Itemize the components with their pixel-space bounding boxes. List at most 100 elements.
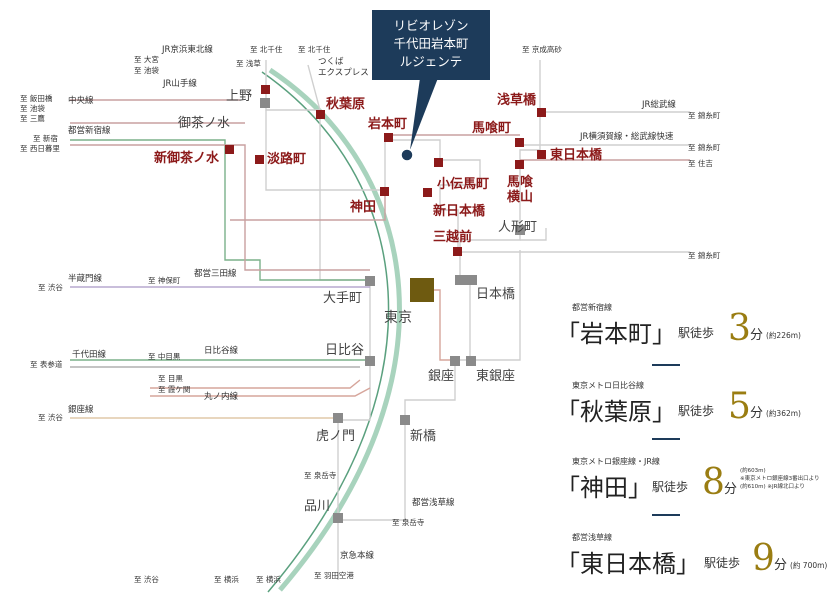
station-shinochanomizu-marker[interactable] — [225, 145, 234, 154]
label-higashinihonbashi: 東日本橋 — [550, 147, 603, 163]
info-fun: 分 — [750, 406, 764, 421]
jr-loop-inner — [268, 67, 402, 592]
info-dist: (約 700m) — [790, 561, 828, 570]
line-keihin-tohoku: JR京浜東北線 — [161, 44, 213, 55]
station-iwamotocho-marker[interactable] — [384, 133, 393, 142]
info-line: 都営浅草線 — [572, 533, 612, 542]
info-walk: 駅徒歩 — [678, 404, 715, 418]
line-toei-asakusa: 都営浅草線 — [412, 497, 455, 508]
info-station: 「東日本橋」 — [556, 550, 700, 578]
label-asakusabashi: 浅草橋 — [497, 92, 537, 108]
line-tsukuba-1: つくば — [318, 57, 344, 67]
info-line: 東京メトロ日比谷線 — [572, 381, 644, 390]
line-sobu: JR総武線 — [641, 99, 676, 110]
info-note-2: ※東京メトロ銀座線3番出口より — [740, 476, 820, 482]
label-shinochanomizu: 新御茶ノ水 — [154, 150, 220, 166]
station-tokyo-marker[interactable] — [410, 278, 434, 302]
dest-shinjuku: 至 新宿 — [33, 133, 58, 143]
station-shimbashi-marker[interactable] — [400, 415, 410, 425]
info-minutes: 9 — [752, 538, 775, 579]
dest-kasumigaseki: 至 霞ケ関 — [158, 385, 190, 394]
station-kodenmacho-marker[interactable] — [434, 158, 443, 167]
label-shimbashi: 新橋 — [410, 428, 436, 444]
dest-shibuya2: 至 渋谷 — [38, 412, 63, 422]
line-toei-mita: 都営三田線 — [194, 268, 237, 279]
label-otemachi: 大手町 — [323, 291, 362, 306]
station-bakuroyokoyama-marker[interactable] — [515, 160, 524, 169]
label-ginza: 銀座 — [428, 369, 454, 384]
dest-kinshicho1: 至 錦糸町 — [688, 110, 721, 120]
dest-shibuya1: 至 渋谷 — [38, 282, 63, 292]
line-ginza: 銀座線 — [68, 404, 94, 415]
station-ueno-marker[interactable] — [261, 85, 270, 94]
station-higashinihonbashi-marker[interactable] — [537, 150, 546, 159]
dest-kitasenju1: 至 北千住 — [250, 44, 283, 54]
info-fun: 分 — [774, 558, 788, 573]
dest-mitaka: 至 三鷹 — [20, 113, 45, 123]
line-chiyoda: 千代田線 — [72, 349, 107, 360]
station-akihabara-marker[interactable] — [316, 110, 325, 119]
label-bakuroyokoyama-2: 横山 — [507, 189, 533, 205]
dest-nakameguro: 至 中目黒 — [148, 351, 181, 361]
line-tsukuba-2: エクスプレス — [318, 68, 369, 78]
dest-meguro: 至 目黒 — [158, 374, 183, 383]
dest-ikebukuro: 至 池袋 — [134, 65, 159, 75]
label-ningyocho: 人形町 — [498, 220, 537, 235]
station-shinagawa-marker[interactable] — [333, 513, 343, 523]
label-higashiginza: 東銀座 — [476, 368, 515, 384]
dest-shibuya3: 至 渋谷 — [134, 574, 159, 584]
info-dist: (約362m) — [766, 409, 801, 418]
dest-omotesando: 至 表参道 — [30, 359, 63, 369]
info-station: 「岩本町」 — [556, 320, 676, 348]
label-kodenmacho: 小伝馬町 — [437, 176, 489, 192]
line-hanzomon: 半蔵門線 — [68, 273, 103, 284]
station-asakusabashi-marker[interactable] — [537, 108, 546, 117]
station-otemachi-marker[interactable] — [365, 276, 375, 286]
label-bakuroyokoyama-1: 馬喰 — [507, 174, 533, 190]
dest-omiya: 至 大宮 — [134, 54, 159, 64]
dest-nishifunabashi: 至 西日暮里 — [20, 143, 60, 153]
station-awajicho-marker[interactable] — [255, 155, 264, 164]
info-separator — [652, 364, 680, 366]
station-shinnihonbashi-marker[interactable] — [423, 188, 432, 197]
station-toranomon-marker[interactable] — [333, 413, 343, 423]
callout-pointer — [410, 78, 438, 150]
label-shinagawa: 品川 — [304, 499, 330, 514]
station-kanda-marker[interactable] — [380, 187, 389, 196]
dest-haneda: 至 羽田空港 — [314, 570, 354, 580]
dest-kinshicho2: 至 錦糸町 — [688, 142, 721, 152]
dest-kitasenju2: 至 北千住 — [298, 44, 331, 54]
station-ginza-marker[interactable] — [450, 356, 460, 366]
right-routes — [385, 111, 690, 253]
station-mitsukoshimae-marker[interactable] — [453, 247, 462, 256]
station-bakurocho-marker[interactable] — [515, 138, 524, 147]
line-yamanote: JR山手線 — [162, 78, 197, 89]
label-kanda: 神田 — [350, 199, 376, 215]
jr-loop-outer — [261, 71, 390, 593]
line-yokosuka: JR横須賀線・総武線快速 — [579, 131, 674, 142]
dest-sumiyoshi: 至 住吉 — [688, 158, 713, 168]
label-shinnihonbashi: 新日本橋 — [433, 203, 486, 219]
station-hibiya-marker[interactable] — [365, 356, 375, 366]
dest-asakusa: 至 浅草 — [236, 58, 261, 68]
dest-sengakuji1: 至 泉岳寺 — [304, 470, 337, 480]
label-tokyo: 東京 — [384, 310, 412, 326]
info-note-1: (約603m) — [740, 468, 766, 474]
info-separator — [652, 514, 680, 516]
info-line: 都営新宿線 — [572, 303, 612, 312]
info-minutes: 5 — [728, 386, 751, 427]
station-higashiginza-marker[interactable] — [466, 356, 476, 366]
info-minutes: 8 — [702, 462, 725, 503]
station-nihonbashi-marker[interactable] — [455, 275, 477, 285]
left-routes — [70, 99, 455, 419]
callout-line-3: ルジェンテ — [399, 54, 463, 69]
red-stations — [225, 85, 546, 256]
dest-iidabashi: 至 飯田橋 — [20, 93, 53, 103]
station-ochanomizu-marker[interactable] — [260, 98, 270, 108]
line-toei-shinjuku: 都営新宿線 — [68, 125, 111, 136]
station-ningyocho-marker[interactable] — [515, 225, 525, 235]
label-toranomon: 虎ノ門 — [316, 429, 355, 444]
info-station: 「神田」 — [556, 474, 652, 502]
info-note: (約603m) ※東京メトロ銀座線3番出口より (約610m) ※JR線北口より — [740, 467, 820, 491]
info-walk: 駅徒歩 — [678, 326, 715, 340]
